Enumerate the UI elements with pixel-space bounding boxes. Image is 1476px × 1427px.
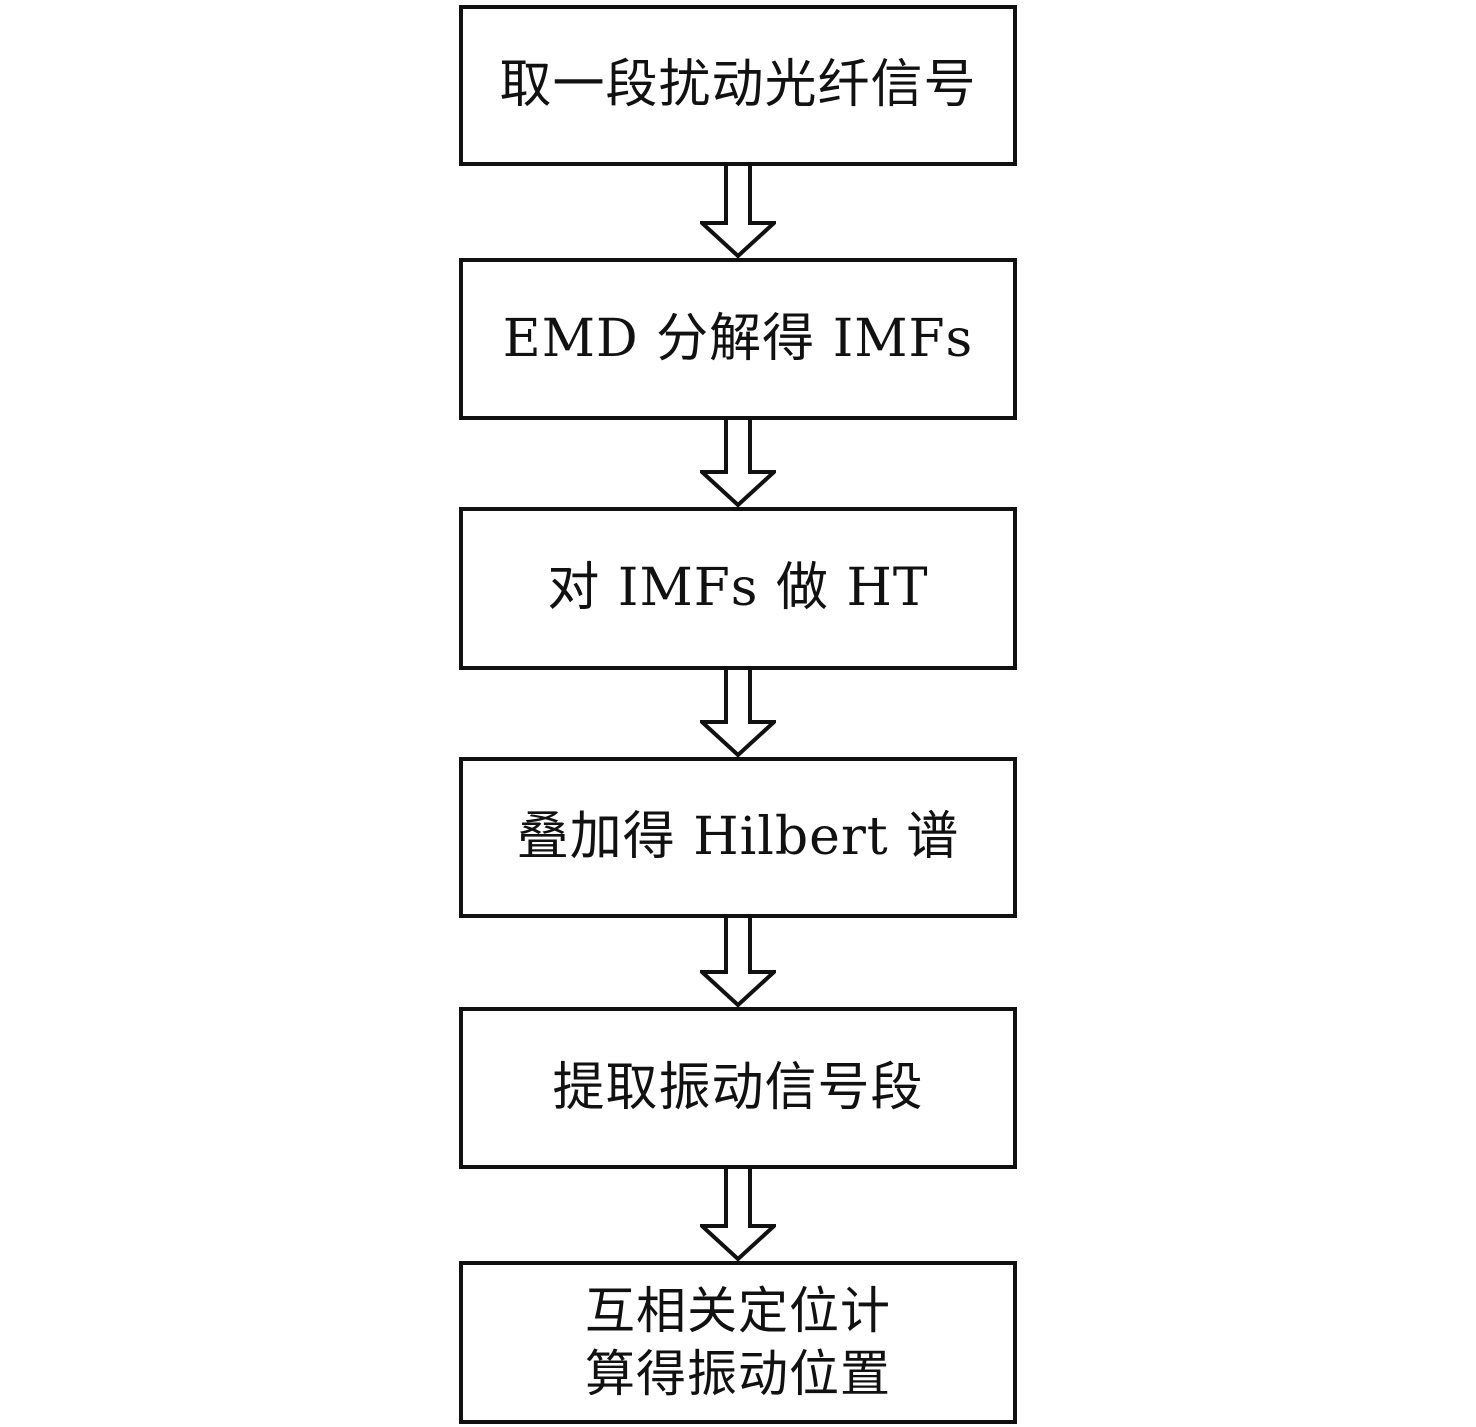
down-arrow-icon — [700, 918, 776, 1007]
step-box-hilbert-spectrum: 叠加得 Hilbert 谱 — [459, 757, 1017, 918]
step-label: EMD 分解得 IMFs — [502, 308, 974, 369]
step-box-cross-correlation: 互相关定位计 算得振动位置 — [459, 1261, 1017, 1424]
down-arrow-icon — [700, 1169, 776, 1261]
step-box-emd-decompose: EMD 分解得 IMFs — [459, 258, 1017, 420]
step-box-extract-vibration: 提取振动信号段 — [459, 1007, 1017, 1169]
step-label: 对 IMFs 做 HT — [547, 558, 929, 619]
step-label: 叠加得 Hilbert 谱 — [516, 807, 960, 868]
down-arrow-icon — [700, 670, 776, 757]
step-box-acquire-signal: 取一段扰动光纤信号 — [459, 5, 1017, 166]
step-label: 提取振动信号段 — [552, 1057, 924, 1118]
step-label: 互相关定位计 算得振动位置 — [585, 1282, 891, 1403]
down-arrow-icon — [700, 420, 776, 507]
down-arrow-icon — [700, 166, 776, 258]
step-label: 取一段扰动光纤信号 — [499, 55, 977, 116]
step-box-hilbert-transform: 对 IMFs 做 HT — [459, 507, 1017, 670]
